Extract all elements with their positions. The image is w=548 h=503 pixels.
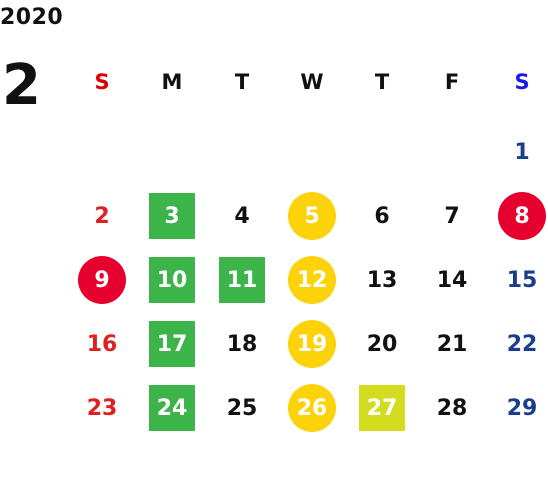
day-cell[interactable]: 23: [76, 382, 128, 434]
day-cell[interactable]: 7: [426, 190, 478, 242]
day-number: 10: [156, 267, 188, 293]
day-number: 28: [436, 395, 468, 421]
year-label: 2020: [0, 5, 64, 30]
day-cell[interactable]: 13: [356, 254, 408, 306]
circle-marker: [78, 256, 126, 304]
day-cell[interactable]: 26: [286, 382, 338, 434]
square-marker: [149, 385, 195, 431]
day-cell[interactable]: 2: [76, 190, 128, 242]
day-cell[interactable]: 18: [216, 318, 268, 370]
day-number: 21: [436, 331, 468, 357]
day-cell[interactable]: 8: [496, 190, 548, 242]
day-number: 29: [506, 395, 538, 421]
day-number: 7: [444, 203, 460, 229]
weekday-header: S: [496, 56, 548, 108]
day-number: 8: [514, 203, 530, 229]
day-cell[interactable]: 11: [216, 254, 268, 306]
day-number: 24: [156, 395, 188, 421]
day-number: 17: [156, 331, 188, 357]
day-number: 15: [506, 267, 538, 293]
square-marker: [149, 257, 195, 303]
day-cell[interactable]: 24: [146, 382, 198, 434]
day-number: 25: [226, 395, 258, 421]
day-number: 12: [296, 267, 328, 293]
day-number: 14: [436, 267, 468, 293]
day-number: 23: [86, 395, 118, 421]
day-cell[interactable]: 27: [356, 382, 408, 434]
square-marker: [359, 385, 405, 431]
day-number: 6: [374, 203, 390, 229]
weekday-label: T: [374, 70, 390, 94]
day-cell[interactable]: 22: [496, 318, 548, 370]
weekday-header: W: [286, 56, 338, 108]
day-number: 19: [296, 331, 328, 357]
square-marker: [149, 193, 195, 239]
day-cell[interactable]: 25: [216, 382, 268, 434]
day-cell[interactable]: 28: [426, 382, 478, 434]
day-number: 5: [304, 203, 320, 229]
circle-marker: [288, 192, 336, 240]
square-marker: [219, 257, 265, 303]
day-number: 13: [366, 267, 398, 293]
day-cell[interactable]: 17: [146, 318, 198, 370]
circle-marker: [498, 192, 546, 240]
circle-marker: [288, 384, 336, 432]
weekday-label: S: [94, 70, 110, 94]
day-number: 26: [296, 395, 328, 421]
day-cell[interactable]: 5: [286, 190, 338, 242]
day-number: 1: [514, 139, 530, 165]
day-number: 2: [94, 203, 110, 229]
weekday-header: T: [216, 56, 268, 108]
day-cell[interactable]: 29: [496, 382, 548, 434]
weekday-header: S: [76, 56, 128, 108]
day-number: 27: [366, 395, 398, 421]
weekday-label: F: [444, 70, 460, 94]
weekday-label: W: [300, 70, 324, 94]
weekday-label: M: [161, 70, 183, 94]
month-number: 2: [2, 53, 41, 118]
weekday-label: S: [514, 70, 530, 94]
day-number: 4: [234, 203, 250, 229]
day-cell[interactable]: 16: [76, 318, 128, 370]
day-number: 18: [226, 331, 258, 357]
day-cell[interactable]: 15: [496, 254, 548, 306]
day-cell[interactable]: 6: [356, 190, 408, 242]
day-number: 9: [94, 267, 110, 293]
day-cell[interactable]: 19: [286, 318, 338, 370]
weekday-header: T: [356, 56, 408, 108]
day-cell[interactable]: 14: [426, 254, 478, 306]
day-number: 22: [506, 331, 538, 357]
day-cell[interactable]: 20: [356, 318, 408, 370]
weekday-header: M: [146, 56, 198, 108]
weekday-header: F: [426, 56, 478, 108]
day-number: 11: [226, 267, 258, 293]
circle-marker: [288, 320, 336, 368]
day-number: 16: [86, 331, 118, 357]
square-marker: [149, 321, 195, 367]
day-number: 3: [164, 203, 180, 229]
weekday-label: T: [234, 70, 250, 94]
circle-marker: [288, 256, 336, 304]
day-cell[interactable]: 9: [76, 254, 128, 306]
day-cell[interactable]: 4: [216, 190, 268, 242]
day-cell[interactable]: 21: [426, 318, 478, 370]
day-cell[interactable]: 10: [146, 254, 198, 306]
day-cell[interactable]: 3: [146, 190, 198, 242]
day-cell[interactable]: 12: [286, 254, 338, 306]
day-cell[interactable]: 1: [496, 126, 548, 178]
day-number: 20: [366, 331, 398, 357]
